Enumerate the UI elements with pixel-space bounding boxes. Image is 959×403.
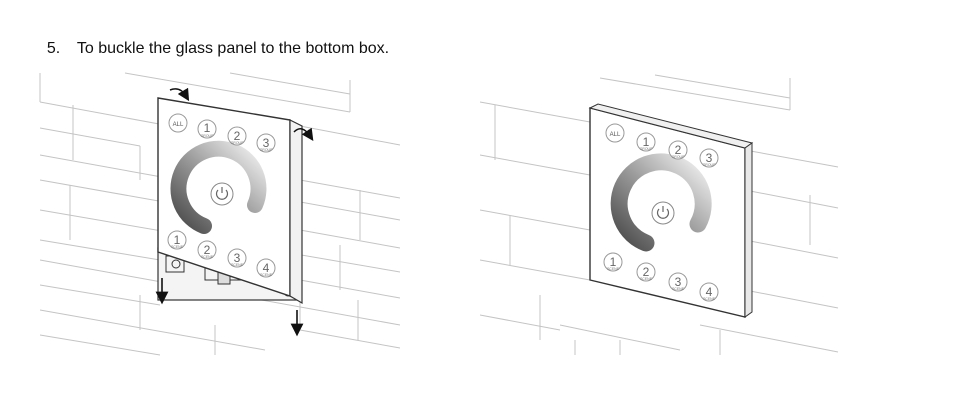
scene-button-1-right (603, 252, 623, 272)
group-1-sub-right: GROUP (640, 147, 654, 151)
color-ring-right (610, 153, 712, 252)
scene-4-sub: SCENE (260, 273, 273, 277)
group-button-3-right (699, 148, 719, 168)
group-1-digit-right: 1 (643, 135, 650, 149)
rotate-arrow-top-left-icon (169, 87, 190, 102)
group-button-1 (197, 119, 217, 139)
scene-button-2-right (636, 262, 656, 282)
all-label-right: ALL (610, 132, 621, 138)
scene-3-digit-right: 3 (675, 275, 682, 289)
group-2-sub-right: GROUP (672, 155, 686, 159)
group-button-3 (256, 133, 276, 153)
step-text: To buckle the glass panel to the bottom … (76, 40, 390, 57)
scene-2-digit: 2 (204, 243, 211, 257)
rotate-arrow-top-right-icon (293, 127, 314, 141)
group-3-digit-right: 3 (706, 151, 713, 165)
scene-3-digit: 3 (234, 251, 241, 265)
group-button-2-right (668, 140, 688, 160)
scene-4-sub-right: SCENE (703, 297, 716, 301)
group-1-sub: GROUP (201, 134, 215, 138)
power-button (210, 182, 234, 206)
step-number: 5. (46, 40, 61, 57)
power-button-right (651, 201, 675, 225)
group-button-2 (227, 126, 247, 146)
scene-button-2 (197, 240, 217, 260)
group-3-digit: 3 (263, 136, 270, 150)
scene-1-sub: SCENE (171, 245, 184, 249)
group-2-digit: 2 (234, 129, 241, 143)
group-3-sub-right: GROUP (703, 163, 717, 167)
group-1-digit: 1 (204, 121, 211, 135)
scene-button-4 (256, 258, 276, 278)
color-ring (170, 140, 267, 234)
glass-panel-left: ALL 1 GROUP 2 GROUP 3 GROUP 1 SCENE 2 SC… (157, 97, 303, 305)
all-label: ALL (173, 122, 184, 128)
scene-2-sub-right: SCENE (640, 277, 653, 281)
scene-button-4-right (699, 282, 719, 302)
all-button-right (605, 123, 625, 143)
scene-4-digit-right: 4 (706, 285, 713, 299)
instruction-step: 5. To buckle the glass panel to the botto… (38, 22, 389, 58)
scene-button-3-right (668, 272, 688, 292)
brick-wall-right (479, 74, 839, 355)
scene-2-sub: SCENE (201, 255, 214, 259)
all-button (168, 113, 188, 133)
scene-1-sub-right: SCENE (607, 267, 620, 271)
glass-panel-right: ALL 1 GROUP 2 GROUP 3 GROUP 1 SCENE 2 SC… (588, 103, 754, 318)
group-3-sub: GROUP (260, 148, 274, 152)
scene-3-sub: SCENE (231, 263, 244, 267)
scene-2-digit-right: 2 (643, 265, 650, 279)
group-2-sub: GROUP (231, 141, 245, 145)
group-2-digit-right: 2 (675, 143, 682, 157)
scene-1-digit: 1 (174, 233, 181, 247)
scene-button-3 (227, 248, 247, 268)
scene-3-sub-right: SCENE (672, 287, 685, 291)
scene-1-digit-right: 1 (610, 255, 617, 269)
scene-4-digit: 4 (263, 261, 270, 275)
scene-button-1 (167, 230, 187, 250)
group-button-1-right (636, 132, 656, 152)
